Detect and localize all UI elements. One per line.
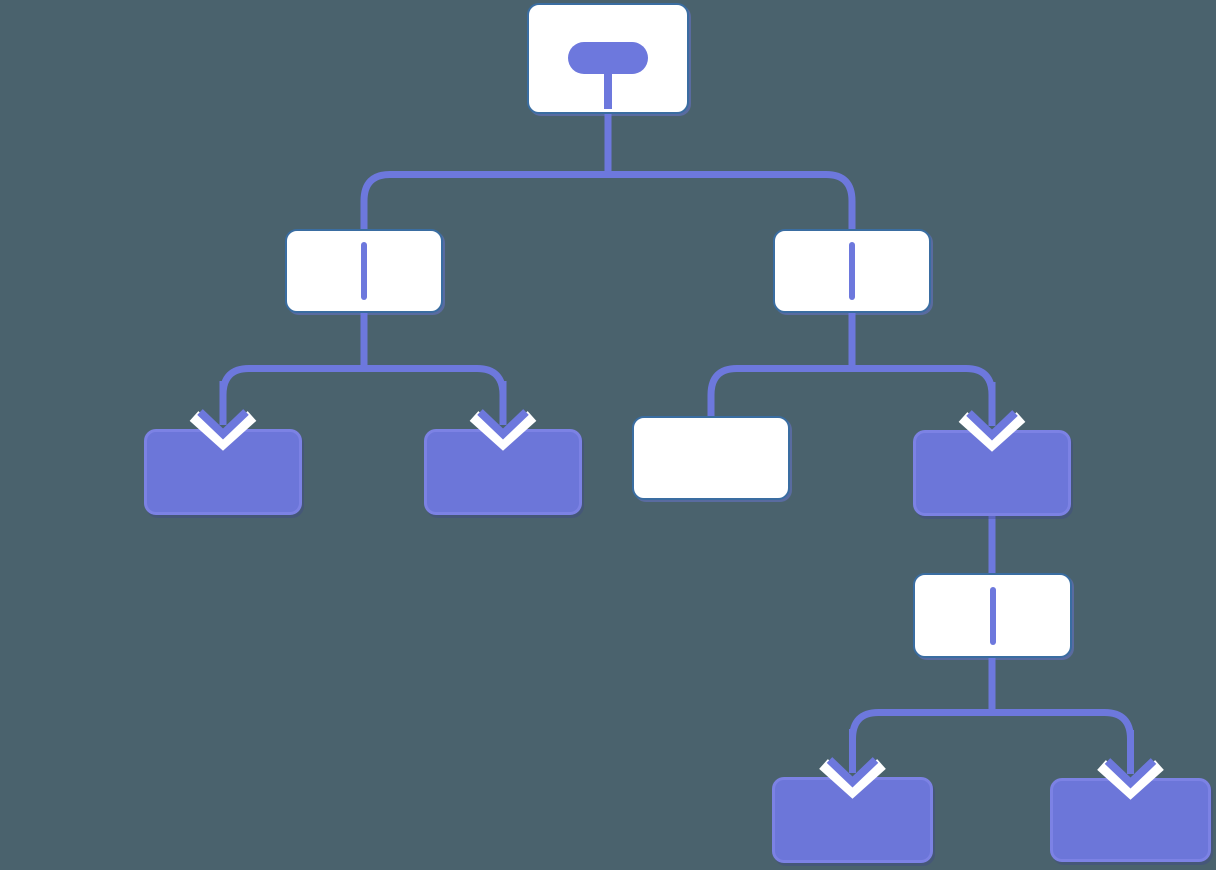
purple-leaf-node[interactable] — [424, 429, 582, 515]
branch-node-left[interactable] — [285, 229, 443, 313]
connector-fork-top — [360, 171, 856, 231]
connector-fork-right — [707, 365, 996, 422]
pill-stem-icon — [604, 69, 612, 109]
connector-fork-bottom — [849, 709, 1134, 769]
vertical-divider-icon — [849, 242, 855, 300]
connector-fork-left — [219, 365, 507, 421]
pill-icon — [568, 42, 648, 74]
purple-mid-node[interactable] — [913, 430, 1071, 516]
root-node[interactable] — [527, 3, 689, 114]
white-leaf-node[interactable] — [632, 416, 790, 500]
branch-node-bottom[interactable] — [913, 573, 1072, 658]
branch-node-right[interactable] — [773, 229, 931, 313]
vertical-divider-icon — [361, 242, 367, 300]
purple-leaf-node[interactable] — [1050, 778, 1211, 862]
purple-leaf-node[interactable] — [772, 777, 933, 863]
vertical-divider-icon — [989, 586, 996, 645]
purple-leaf-node[interactable] — [144, 429, 302, 515]
